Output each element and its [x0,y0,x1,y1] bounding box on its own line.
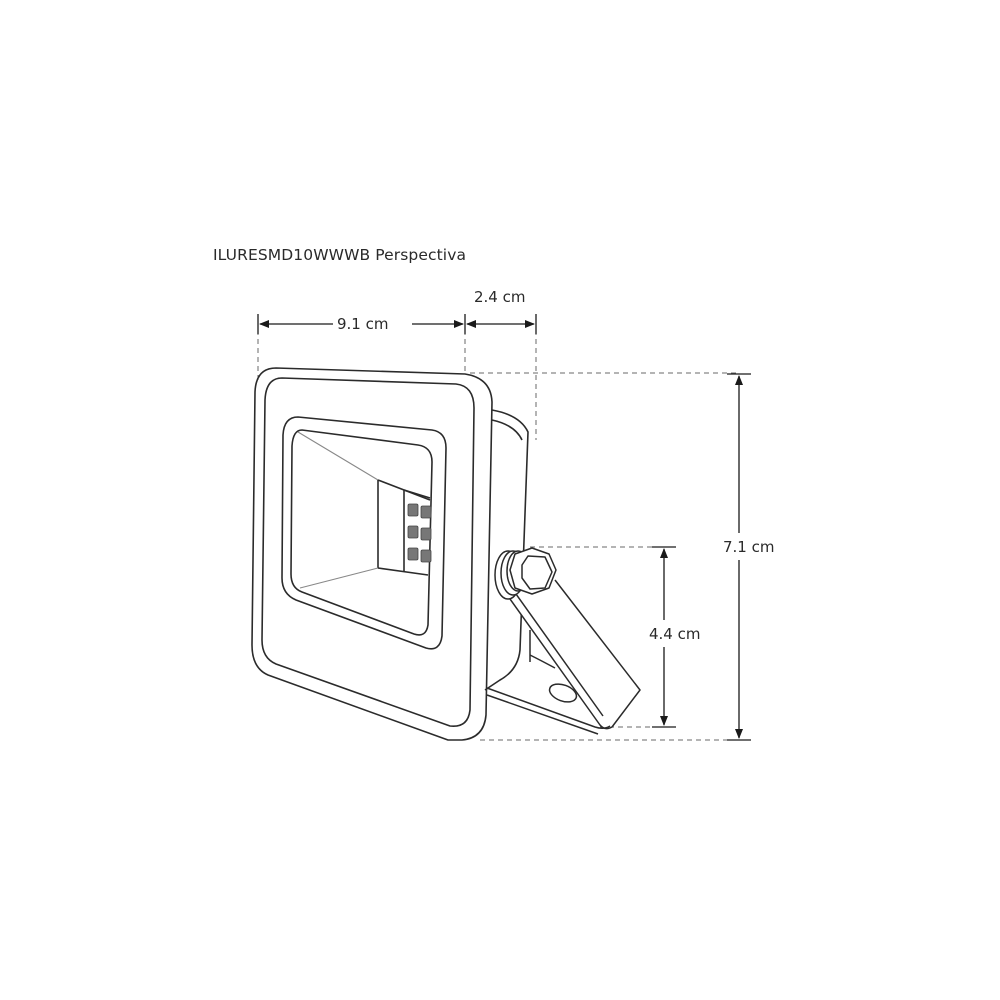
bracket-height-dimension-label: 4.4 cm [646,625,704,643]
height-dimension-label: 7.1 cm [720,538,778,556]
floodlight-body [251,367,529,741]
extension-lines [257,330,738,741]
width-dimension-line [257,314,466,334]
depth-dimension-label: 2.4 cm [471,288,529,306]
led-chip-array [407,503,432,563]
height-dimension-line [727,373,751,741]
depth-dimension-line [466,314,537,334]
bracket-height-dimension-line [652,546,676,728]
drawing-title: ILURESMD10WWWB Perspectiva [213,246,467,264]
width-dimension-label: 9.1 cm [334,315,392,333]
mounting-bracket [486,547,641,735]
